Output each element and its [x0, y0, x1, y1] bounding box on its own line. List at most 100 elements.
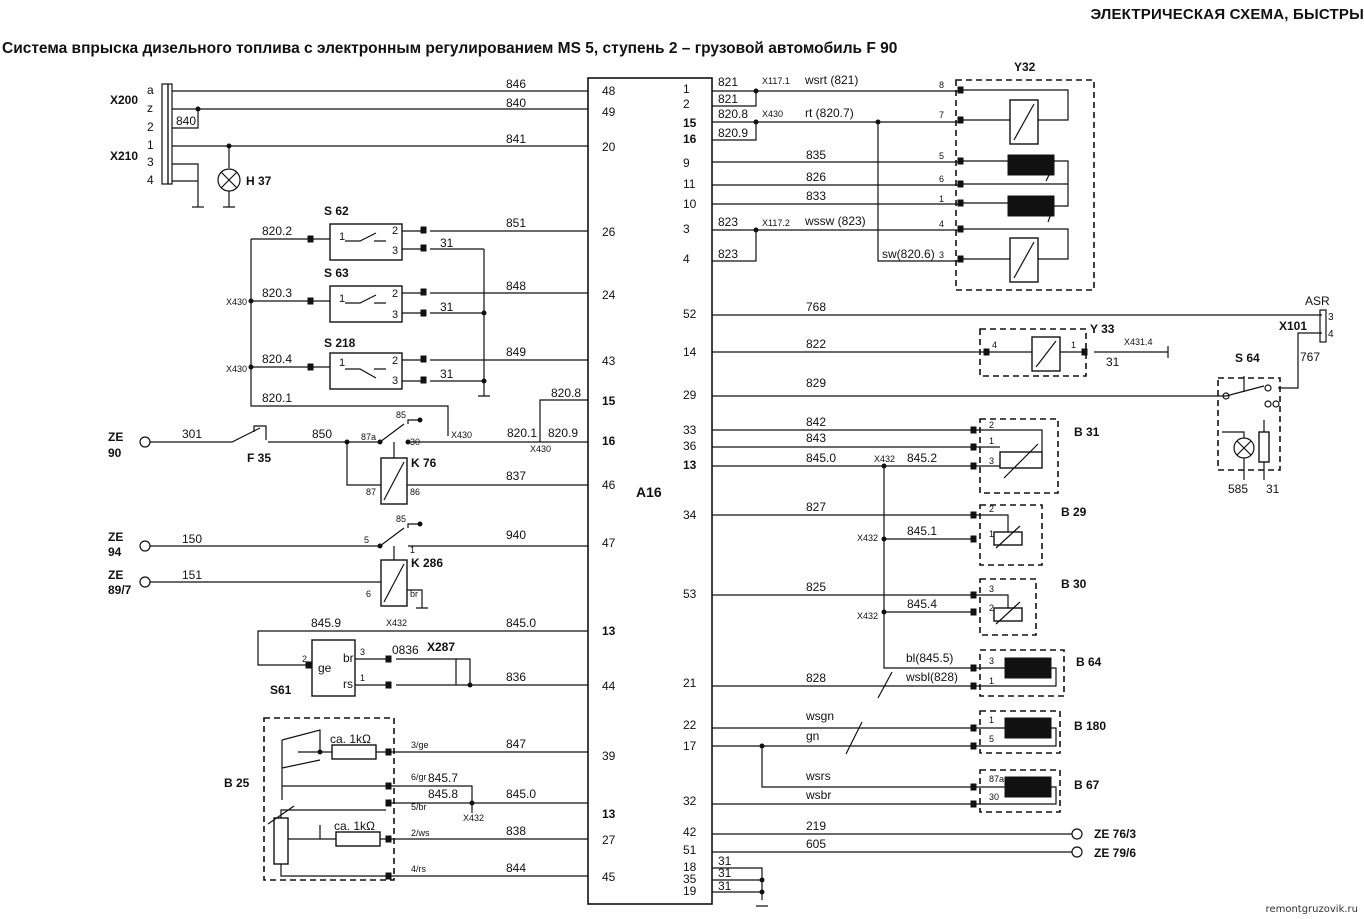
group	[307, 226, 427, 384]
junction	[139, 576, 151, 588]
switch-s61	[311, 639, 356, 697]
wire	[1013, 103, 1035, 141]
wire-label: 3	[989, 456, 994, 466]
junction	[881, 536, 887, 542]
ecu-pin: 15	[683, 116, 697, 130]
wire-label: S 62	[324, 204, 349, 218]
wire-label: 3	[360, 647, 365, 657]
wire	[281, 729, 386, 800]
wire-label: 1	[360, 673, 365, 683]
connector-pin	[161, 83, 169, 185]
wire	[407, 589, 428, 609]
sensor-b29-box	[979, 504, 1043, 566]
connector-pin	[970, 742, 977, 750]
ecu-pin: 15	[602, 394, 616, 408]
junction	[481, 378, 487, 384]
diagram-title: Система впрыска дизельного топлива с эле…	[2, 40, 898, 57]
ecu-pin: 16	[602, 434, 616, 448]
wire	[172, 163, 199, 207]
wire-label: 845.1	[907, 524, 937, 538]
ecu-pin: 14	[683, 345, 697, 359]
wire-label: 219	[806, 819, 826, 833]
connector-pin	[420, 355, 427, 363]
wire	[1222, 420, 1265, 480]
connector-pin	[307, 235, 314, 243]
ecu-pin: 29	[683, 388, 697, 402]
wire-label: 0836	[392, 643, 419, 657]
sensor-b25-box	[263, 717, 395, 881]
wire-label: wsbr	[805, 788, 831, 802]
wire	[150, 427, 380, 443]
wire	[877, 671, 893, 699]
wire-label: 4	[939, 219, 944, 229]
wire	[346, 442, 381, 486]
ecu-pin: 51	[683, 843, 697, 857]
ecu-right-pins: 1 2 15 16 9 11 10 3 4 52 14 29 33 36 13 …	[683, 82, 697, 898]
wire-label: wsbl(828)	[905, 670, 958, 684]
connector-pin	[307, 363, 314, 371]
wire-label: ca. 1kΩ	[334, 819, 375, 833]
junction	[875, 119, 881, 125]
junction	[759, 877, 765, 883]
wire	[976, 786, 1057, 805]
wire-label: 826	[806, 170, 826, 184]
junction	[417, 417, 423, 423]
wire	[963, 228, 1069, 260]
wire-label: 2	[147, 120, 154, 134]
wire-label: 845.8	[428, 787, 458, 801]
wire	[761, 746, 971, 788]
connector-pin	[1007, 154, 1055, 176]
wire	[976, 594, 1021, 625]
group	[970, 664, 977, 690]
wire-label: 30	[989, 792, 999, 802]
group	[970, 724, 977, 750]
wire	[712, 230, 757, 262]
wire-label: 845.7	[428, 771, 458, 785]
ecu-pin: 47	[602, 536, 616, 550]
wire-label: 6/gr	[411, 772, 427, 782]
group	[970, 511, 977, 543]
wire-label: 4	[992, 340, 997, 350]
junction	[481, 310, 487, 316]
conn-x200-label: X200	[110, 93, 138, 107]
ecu-left-pins: 48 49 20 26 24 43 15 16 46 47 13 44 39 1…	[602, 84, 616, 884]
wire-label: 820.1	[507, 426, 537, 440]
wire-label: B 31	[1074, 425, 1100, 439]
wire	[712, 91, 757, 107]
wire-label: 31	[440, 300, 454, 314]
wire-label: 7	[939, 110, 944, 120]
wire-label: 848	[506, 279, 526, 293]
wire-label: 843	[806, 431, 826, 445]
wire-label: 940	[506, 528, 526, 542]
wire-label: X432	[874, 454, 895, 464]
connector-pin	[993, 531, 1023, 546]
connector-pin	[970, 443, 977, 451]
connector-pin	[970, 535, 977, 543]
wire	[539, 399, 588, 442]
wire-label: X287	[427, 640, 455, 654]
wire-label: X432	[857, 611, 878, 621]
wire	[877, 122, 958, 262]
ecu-pin: 24	[602, 288, 616, 302]
wire-label: B 64	[1076, 655, 1102, 669]
connector-pin	[970, 426, 977, 434]
connector-pin	[167, 83, 173, 185]
wire-label: 845.0	[506, 616, 536, 630]
switch-s218	[329, 352, 403, 390]
wire	[456, 658, 471, 685]
connector-pin	[970, 591, 977, 599]
wire-label: 1	[339, 357, 345, 369]
sensor-b67-box	[979, 769, 1061, 813]
wire	[250, 239, 449, 436]
connector-pin	[385, 748, 392, 756]
wire-label: B 180	[1074, 719, 1106, 733]
connector-pin	[1319, 309, 1327, 343]
connector-pin	[957, 180, 964, 188]
wire-label: 2	[392, 355, 398, 367]
wire-label: 1	[989, 676, 994, 686]
ecu-pin: 10	[683, 197, 697, 211]
wire-label: 90	[108, 446, 122, 460]
junction	[469, 800, 475, 806]
wire-label: 31	[440, 236, 454, 250]
